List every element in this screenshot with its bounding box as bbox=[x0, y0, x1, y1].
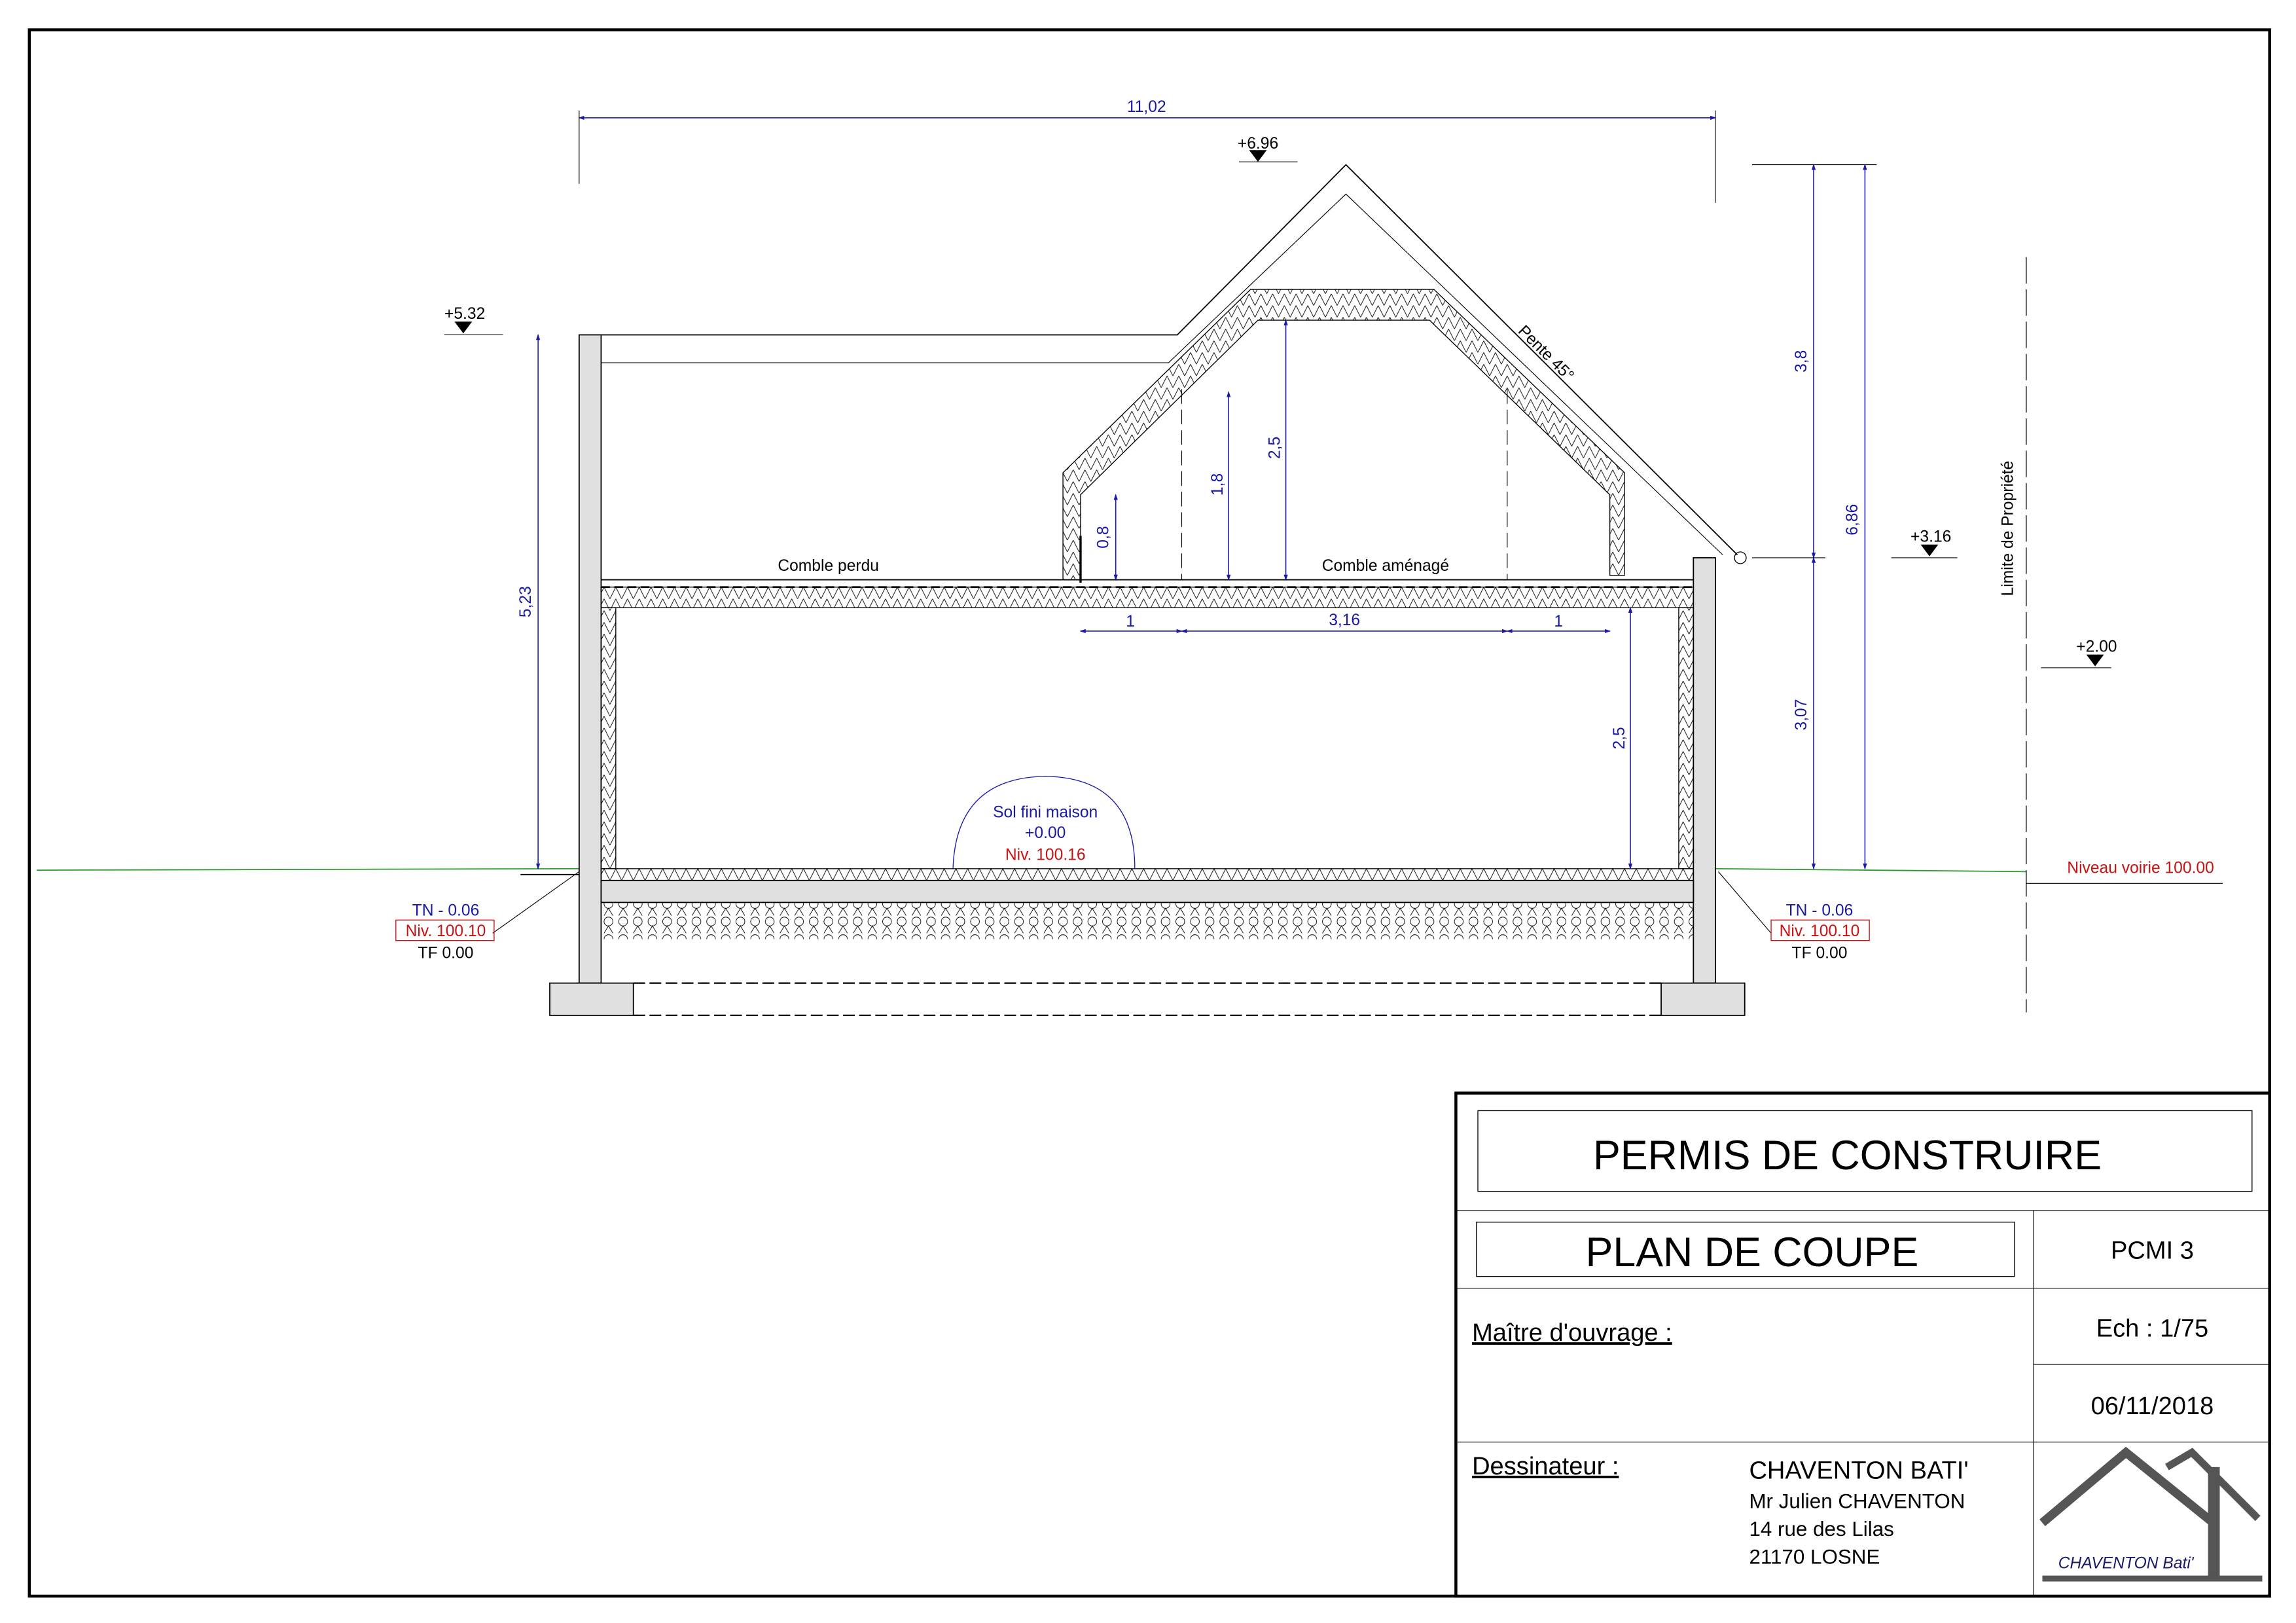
owner-label: Maître d'ouvrage : bbox=[1472, 1319, 1672, 1347]
gutter bbox=[1734, 551, 1747, 564]
right-insulation bbox=[1678, 607, 1694, 869]
label-road-level: Niveau voirie 100.00 bbox=[2067, 860, 2214, 877]
designer-name: Mr Julien CHAVENTON bbox=[1749, 1490, 1965, 1513]
dim-wall-height: 5,23 bbox=[517, 586, 535, 617]
svg-text:+0.00: +0.00 bbox=[1025, 824, 1066, 842]
dim-roof-height: 3,8 bbox=[1793, 350, 1810, 373]
svg-text:+3.16: +3.16 bbox=[1910, 528, 1951, 545]
title-block: PERMIS DE CONSTRUIRE PLAN DE COUPE PCMI … bbox=[1454, 1091, 2271, 1598]
ground-line-right bbox=[1715, 867, 2026, 873]
level-marker-ridge: +6.96 bbox=[1238, 135, 1298, 162]
title-subtitle: PLAN DE COUPE bbox=[1585, 1230, 1918, 1275]
sheet-border bbox=[27, 28, 2271, 1598]
label-roof-slope: Pente 45° bbox=[1515, 322, 1577, 385]
dim-span-center: 3,16 bbox=[1329, 611, 1360, 629]
svg-text:Niv. 100.16: Niv. 100.16 bbox=[1005, 846, 1086, 864]
designer-company: CHAVENTON BATI' bbox=[1749, 1457, 1968, 1485]
ground-line-left bbox=[37, 867, 579, 871]
dim-total-height: 6,86 bbox=[1844, 504, 1861, 536]
roof-outer bbox=[601, 164, 1738, 556]
svg-text:TN - 0.06: TN - 0.06 bbox=[412, 902, 480, 920]
gravel-bed bbox=[601, 902, 1694, 939]
ground-label-left: TN - 0.06 Niv. 100.10 TF 0.00 bbox=[395, 871, 580, 962]
dim-overall-width: 11,02 bbox=[1127, 98, 1166, 116]
title-main: PERMIS DE CONSTRUIRE bbox=[1593, 1133, 2102, 1178]
roof-inner bbox=[601, 193, 1723, 555]
dim-eave-height: 3,07 bbox=[1793, 699, 1810, 731]
label-comble-amenage: Comble aménagé bbox=[1322, 557, 1449, 575]
right-footing bbox=[1660, 982, 1746, 1016]
designer-address: 14 rue des Lilas bbox=[1749, 1518, 1893, 1541]
dim-span-left: 1 bbox=[1126, 613, 1135, 630]
svg-text:CHAVENTON Bati': CHAVENTON Bati' bbox=[2058, 1554, 2195, 1572]
floor-level-marker: Sol fini maison +0.00 Niv. 100.16 bbox=[952, 776, 1136, 869]
svg-text:Sol fini maison: Sol fini maison bbox=[993, 803, 1098, 821]
svg-text:+5.32: +5.32 bbox=[444, 305, 485, 323]
label-property-limit: Limite de Propriété bbox=[2000, 461, 2017, 596]
attic-floor bbox=[600, 587, 1694, 608]
designer-label: Dessinateur : bbox=[1472, 1453, 1619, 1480]
dim-knee-wall: 0,8 bbox=[1095, 526, 1113, 548]
level-marker-property: +2.00 bbox=[2041, 638, 2117, 668]
dim-ground-floor-height: 2,5 bbox=[1611, 727, 1628, 749]
left-wall bbox=[578, 334, 602, 984]
dim-span-right: 1 bbox=[1554, 613, 1563, 630]
level-marker-parapet: +5.32 bbox=[444, 305, 503, 336]
ground-label-right: TN - 0.06 Niv. 100.10 TF 0.00 bbox=[1717, 871, 1870, 962]
svg-text:Niv. 100.10: Niv. 100.10 bbox=[1780, 922, 1860, 940]
level-marker-eave: +3.16 bbox=[1891, 528, 1958, 558]
svg-text:TF 0.00: TF 0.00 bbox=[418, 945, 474, 962]
date: 06/11/2018 bbox=[2091, 1393, 2214, 1420]
left-footing bbox=[549, 982, 634, 1016]
company-logo: CHAVENTON Bati' bbox=[2039, 1446, 2263, 1582]
svg-text:Niv. 100.10: Niv. 100.10 bbox=[406, 922, 486, 940]
left-insulation bbox=[600, 607, 617, 869]
right-wall bbox=[1693, 557, 1716, 984]
designer-city: 21170 LOSNE bbox=[1749, 1546, 1880, 1569]
dim-1-8: 1,8 bbox=[1209, 473, 1227, 496]
scale: Ech : 1/75 bbox=[2096, 1315, 2208, 1342]
svg-text:TF 0.00: TF 0.00 bbox=[1792, 945, 1848, 962]
dim-attic-height: 2,5 bbox=[1266, 437, 1284, 459]
floor-slab bbox=[600, 879, 1695, 903]
svg-text:+2.00: +2.00 bbox=[2076, 638, 2117, 655]
label-comble-perdu: Comble perdu bbox=[778, 557, 879, 575]
floor-insulation bbox=[600, 868, 1694, 881]
attic-insulation bbox=[1062, 289, 1625, 581]
sheet-ref: PCMI 3 bbox=[2111, 1237, 2194, 1265]
svg-text:+6.96: +6.96 bbox=[1238, 135, 1278, 153]
svg-text:TN - 0.06: TN - 0.06 bbox=[1786, 902, 1854, 920]
